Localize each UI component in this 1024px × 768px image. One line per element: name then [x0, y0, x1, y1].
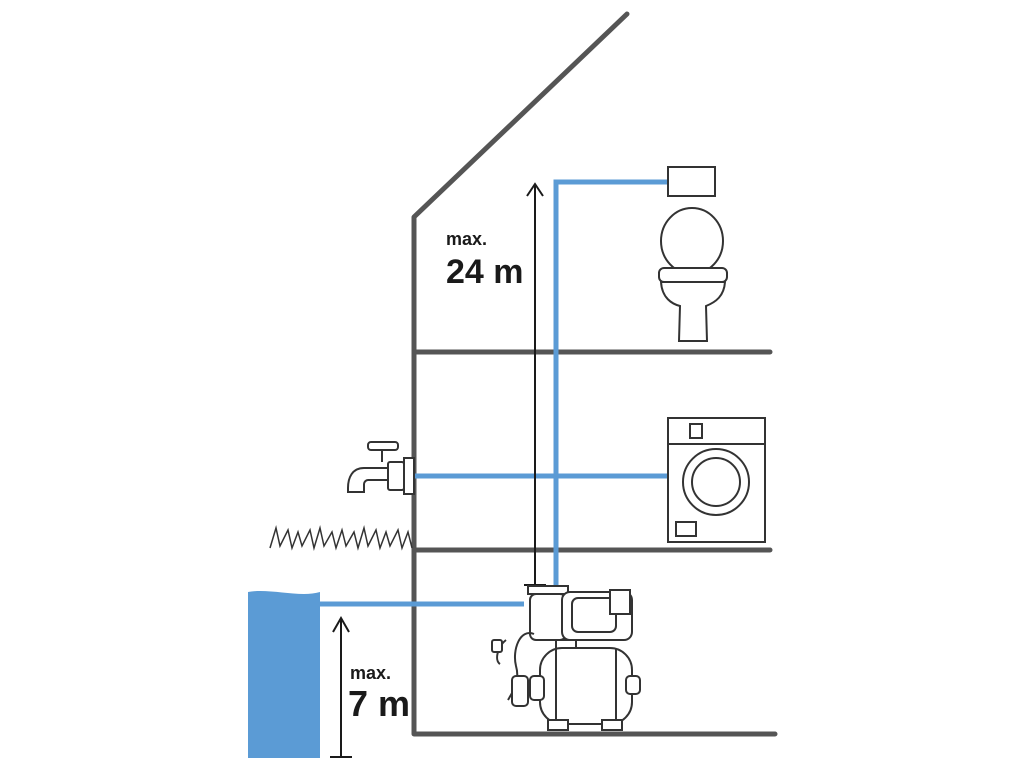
lower-height-value: 7 m: [348, 683, 410, 724]
pump-unit-icon: [491, 585, 641, 731]
water-pipes: [318, 179, 668, 607]
washing-machine-icon: [667, 417, 766, 543]
upper-height-value: 24 m: [446, 253, 524, 291]
lower-max-label: max.: [350, 663, 391, 683]
height-arrow-7m: [330, 615, 352, 758]
upper-max-label: max.: [446, 229, 487, 249]
pipe-riser: [553, 179, 668, 590]
water-tank: [248, 591, 320, 758]
height-arrow-24m: [524, 182, 546, 586]
grass-icon: [269, 525, 413, 551]
garden-tap-icon: [347, 441, 415, 495]
toilet-icon: [658, 166, 728, 342]
